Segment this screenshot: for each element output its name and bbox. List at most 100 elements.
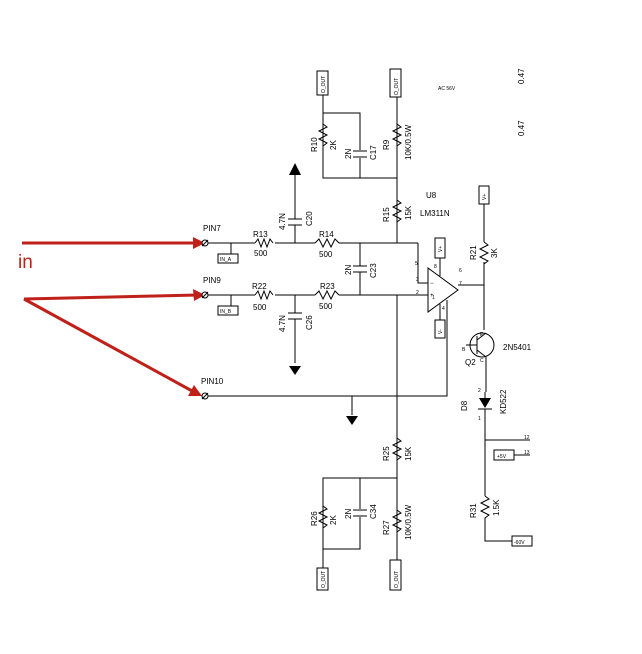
input-annotation: in xyxy=(18,237,205,396)
q2-transistor xyxy=(466,332,495,392)
r25-resistor xyxy=(391,437,403,461)
value-0.47-top: 0.47 xyxy=(517,68,526,84)
r25-value: 15K xyxy=(404,446,413,461)
o-out-port-bottom-right: O_OUT xyxy=(389,559,402,591)
r27-value: 10K/0.5W xyxy=(404,504,413,540)
r14-resistor xyxy=(314,237,340,249)
c23-value: 2N xyxy=(344,265,353,275)
r9-value: 10K/0.5W xyxy=(404,124,413,160)
plus5v-port: +5V xyxy=(493,449,515,461)
r13-ref: R13 xyxy=(253,230,268,239)
r23-ref: R23 xyxy=(320,282,335,291)
c17-capacitor xyxy=(353,150,367,158)
u8-pin3: 3 xyxy=(416,277,419,283)
u8-ref: U8 xyxy=(426,191,437,200)
svg-text:+5V: +5V xyxy=(497,454,507,460)
r22-resistor xyxy=(254,289,274,301)
pin10-label: PIN10 xyxy=(201,377,224,386)
c20-ref: C20 xyxy=(305,211,314,226)
c26-value: 4.7N xyxy=(278,315,287,332)
q2-base-pin: B xyxy=(462,347,466,353)
u8-pin6: 6 xyxy=(459,268,462,274)
r13-value: 500 xyxy=(254,249,268,258)
u8-vplus-port: V+ xyxy=(434,237,446,259)
ac56v-label: AC 56V xyxy=(438,86,456,92)
r26-value: 2K xyxy=(329,515,338,525)
r15-value: 15K xyxy=(404,205,413,220)
svg-text:O_OUT: O_OUT xyxy=(394,78,400,95)
u8-pin1: 1 xyxy=(432,295,435,301)
pin10-connector xyxy=(201,392,209,400)
c17-value: 2N xyxy=(344,149,353,159)
d8-cathode-pin: 1 xyxy=(478,416,481,422)
in-b-flag: IN_B xyxy=(217,305,239,316)
u8-pin2: 2 xyxy=(416,290,419,296)
in-a-flag: IN_A xyxy=(217,253,239,264)
r25-ref: R25 xyxy=(382,446,391,461)
c26-ref: C26 xyxy=(305,315,314,330)
r13-resistor xyxy=(254,237,274,249)
u8-pin8: 8 xyxy=(434,264,437,270)
pin9-connector xyxy=(201,291,209,299)
d8-diode xyxy=(478,392,492,496)
r9-ref: R9 xyxy=(382,139,391,150)
r15-ref: R15 xyxy=(382,207,391,222)
r23-resistor xyxy=(314,289,340,301)
net-13: 13 xyxy=(524,450,530,456)
d8-part: KD522 xyxy=(499,389,508,414)
u8-part: LM311N xyxy=(420,209,450,218)
r14-value: 500 xyxy=(319,250,333,259)
c26-arrow-down xyxy=(289,366,301,375)
o-out-port-top-right: O_OUT xyxy=(389,68,402,98)
svg-text:IN_B: IN_B xyxy=(220,309,232,315)
c17-ref: C17 xyxy=(369,145,378,160)
r22-value: 500 xyxy=(253,303,267,312)
svg-text:IN_A: IN_A xyxy=(220,257,232,263)
net-12: 12 xyxy=(524,435,530,441)
svg-text:−: − xyxy=(430,281,434,287)
svg-text:O_OUT: O_OUT xyxy=(321,76,327,93)
q2-collector-pin: C xyxy=(480,358,484,364)
u8-vminus-port: V- xyxy=(434,319,446,339)
c20-arrow-up xyxy=(289,163,301,175)
u8-pin7: 7 xyxy=(459,281,462,287)
ground-arrow-down xyxy=(346,416,358,425)
pin7-label: PIN7 xyxy=(203,224,221,233)
c23-ref: C23 xyxy=(369,263,378,278)
vplus-port-right: V+ xyxy=(478,185,490,205)
r26-resistor xyxy=(317,505,329,529)
r22-ref: R22 xyxy=(252,282,267,291)
u8-comparator: − + xyxy=(427,258,484,320)
d8-anode-pin: 2 xyxy=(478,388,481,394)
r27-resistor xyxy=(391,509,403,533)
svg-text:V-: V- xyxy=(438,329,444,334)
r31-value: 1.5K xyxy=(492,499,501,516)
r26-ref: R26 xyxy=(310,511,319,526)
u8-pin4: 4 xyxy=(442,306,445,312)
minus60v-port: -60V xyxy=(511,535,533,547)
r10-resistor xyxy=(317,123,329,147)
r23-value: 500 xyxy=(319,302,333,311)
r21-value: 3K xyxy=(490,248,499,258)
r10-ref: R10 xyxy=(310,137,319,152)
svg-text:O_OUT: O_OUT xyxy=(321,571,327,588)
q2-ref: Q2 xyxy=(465,358,476,367)
r9-resistor xyxy=(391,123,403,147)
o-out-port-top-left: O_OUT xyxy=(316,70,329,96)
r31-resistor xyxy=(479,495,512,542)
o-out-port-bottom-left: O_OUT xyxy=(316,567,329,591)
c20-value: 4.7N xyxy=(278,213,287,230)
q2-part: 2N5401 xyxy=(503,343,532,352)
svg-text:-60V: -60V xyxy=(514,540,525,546)
r14-ref: R14 xyxy=(319,230,334,239)
r27-ref: R27 xyxy=(382,520,391,535)
r10-value: 2K xyxy=(329,140,338,150)
svg-text:O_OUT: O_OUT xyxy=(394,571,400,588)
value-0.47-bottom: 0.47 xyxy=(517,120,526,136)
r15-resistor xyxy=(391,199,403,223)
c34-value: 2N xyxy=(344,509,353,519)
c34-capacitor xyxy=(353,509,367,517)
pin9-label: PIN9 xyxy=(203,276,221,285)
r21-resistor xyxy=(478,241,490,265)
